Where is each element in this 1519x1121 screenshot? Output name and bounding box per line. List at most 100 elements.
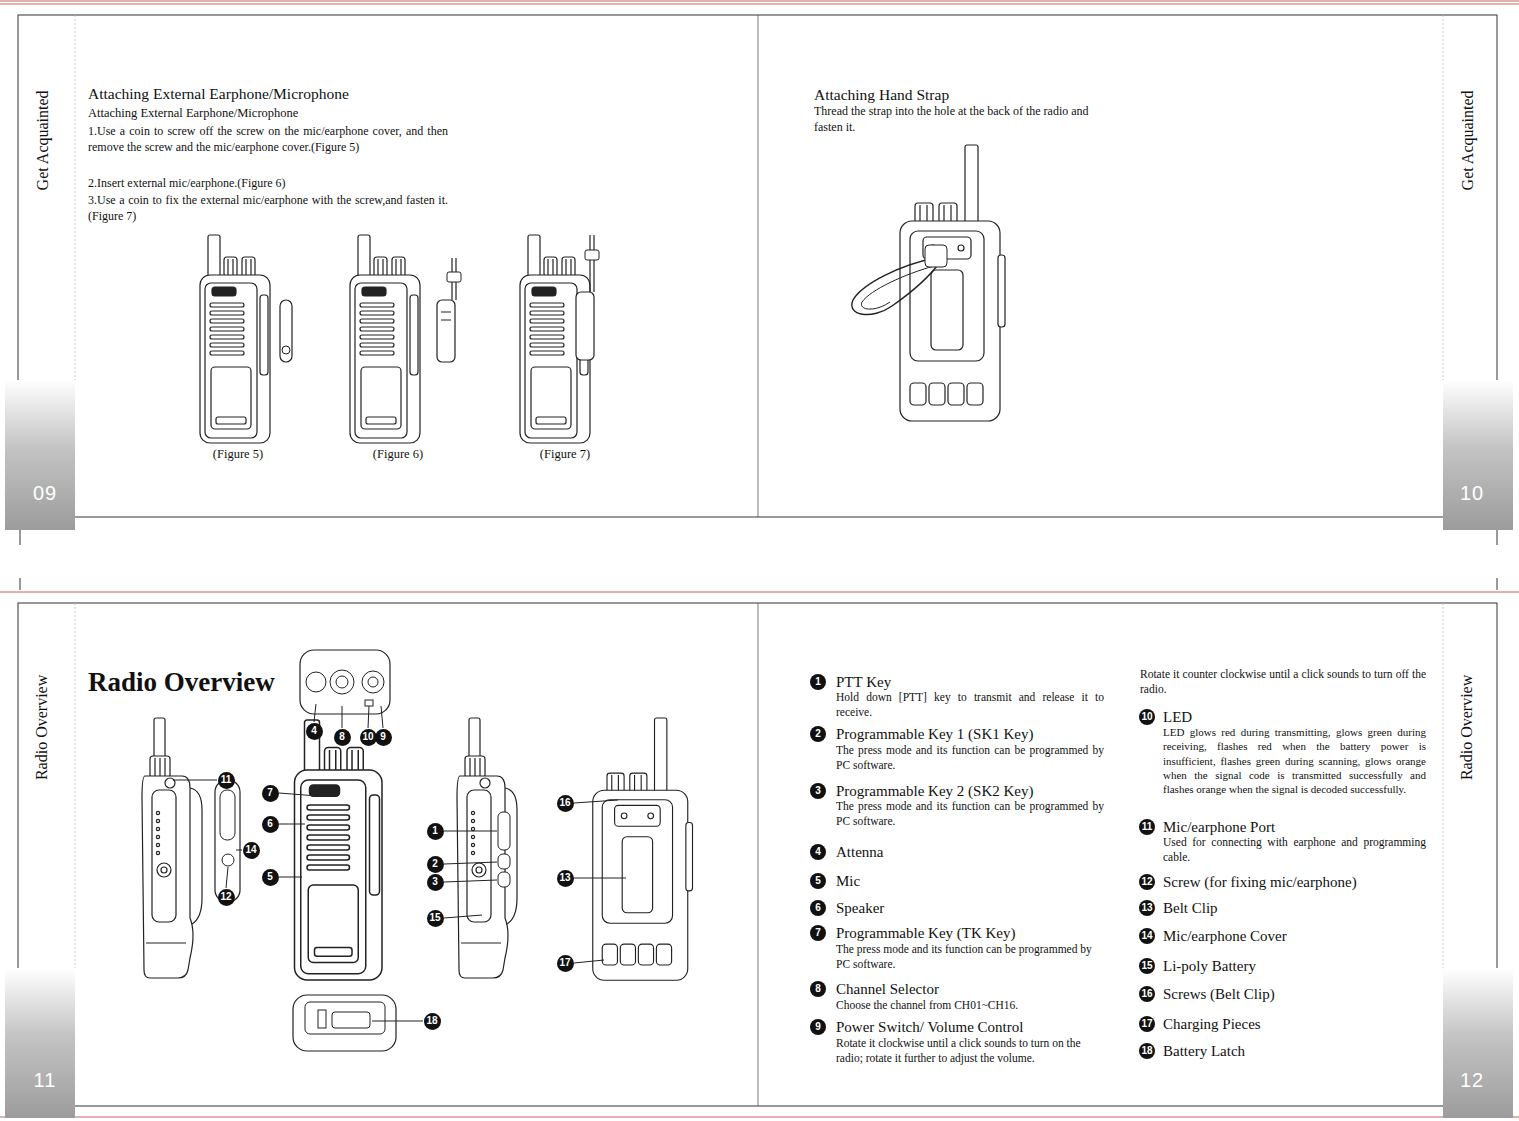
list-marker: 4	[810, 844, 826, 860]
callout-digit: 13	[1141, 903, 1152, 913]
item-title: Belt Clip	[1163, 899, 1433, 919]
step-text: 1.Use a coin to screw off the screw on t…	[88, 124, 448, 155]
callout-digit: 6	[815, 903, 821, 913]
callout-digit: 14	[245, 845, 256, 855]
callout-digit: 2	[432, 859, 438, 869]
item-title: Power Switch/ Volume Control	[836, 1018, 1104, 1038]
list-marker: 17	[1139, 1016, 1155, 1032]
page-number: 09	[33, 480, 57, 506]
callout-digit: 3	[432, 877, 438, 887]
list-marker: 6	[810, 900, 826, 916]
callout-number: 6	[262, 816, 279, 833]
list-marker: 11	[1139, 819, 1155, 835]
callout-digit: 4	[311, 726, 317, 736]
item-title: Screws (Belt Clip)	[1163, 985, 1433, 1005]
callout-digit: 16	[1141, 989, 1152, 999]
list-marker: 9	[810, 1019, 826, 1035]
list-marker: 1	[810, 674, 826, 690]
callout-number: 14	[243, 842, 260, 859]
callout-number: 12	[218, 889, 235, 906]
callout-number: 10	[360, 729, 377, 746]
item-title: Charging Pieces	[1163, 1015, 1433, 1035]
page-number: 12	[1460, 1067, 1484, 1093]
callout-digit: 17	[1141, 1019, 1152, 1029]
item-description: Rotate it clockwise until a click sounds…	[836, 1036, 1108, 1066]
callout-number: 15	[427, 910, 444, 927]
callout-number: 8	[334, 729, 351, 746]
callout-digit: 12	[1141, 877, 1152, 887]
side-tab-label: Radio Overview	[33, 674, 54, 779]
item-title: Screw (for fixing mic/earphone)	[1163, 873, 1433, 893]
figure-caption: (Figure 7)	[540, 446, 590, 462]
callout-number: 2	[427, 856, 444, 873]
callout-digit: 1	[432, 826, 438, 836]
list-marker: 16	[1139, 986, 1155, 1002]
subheading: Attaching External Earphone/Microphone	[88, 105, 508, 121]
callout-digit: 8	[339, 732, 345, 742]
callout-number: 13	[557, 870, 574, 887]
callout-digit: 12	[220, 892, 231, 902]
list-marker: 18	[1139, 1043, 1155, 1059]
callout-digit: 10	[362, 732, 373, 742]
item-title: Programmable Key 2 (SK2 Key)	[836, 782, 1104, 802]
figure-caption: (Figure 5)	[213, 446, 263, 462]
callout-number: 18	[424, 1013, 441, 1030]
item-title: PTT Key	[836, 673, 1104, 693]
item-description: Used for connecting with earphone and pr…	[1163, 835, 1426, 865]
callout-digit: 15	[1141, 961, 1152, 971]
callout-digit: 17	[559, 958, 570, 968]
item-description: The press mode and its function can be p…	[836, 799, 1104, 829]
item-description: LED glows red during transmitting, glows…	[1163, 725, 1426, 796]
callout-digit: 14	[1141, 931, 1152, 941]
item-title: Attenna	[836, 843, 1104, 863]
body-text: Thread the strap into the hole at the ba…	[814, 104, 1114, 135]
callout-digit: 11	[221, 775, 232, 785]
item-title: Channel Selector	[836, 980, 1104, 1000]
item-description: The press mode and its function can be p…	[836, 743, 1104, 773]
page-number: 11	[34, 1067, 57, 1093]
callout-number: 5	[262, 869, 279, 886]
item-title: Mic	[836, 872, 1104, 892]
callout-digit: 9	[815, 1022, 821, 1032]
page-title: Radio Overview	[88, 665, 275, 700]
callout-digit: 9	[380, 732, 386, 742]
item-description: Rotate it counter clockwise until a clic…	[1140, 667, 1426, 697]
callout-digit: 11	[1142, 822, 1153, 832]
list-marker: 7	[810, 925, 826, 941]
callout-digit: 3	[815, 786, 821, 796]
callout-digit: 18	[1141, 1046, 1152, 1056]
callout-digit: 8	[815, 984, 821, 994]
list-marker: 5	[810, 873, 826, 889]
step-text: 2.Insert external mic/earphone.(Figure 6…	[88, 176, 448, 192]
callout-digit: 4	[815, 847, 821, 857]
item-title: LED	[1163, 708, 1425, 728]
callout-number: 4	[306, 723, 323, 740]
list-marker: 12	[1139, 874, 1155, 890]
callout-digit: 15	[429, 913, 440, 923]
callout-digit: 16	[559, 798, 570, 808]
step-text: 3.Use a coin to fix the external mic/ear…	[88, 193, 448, 224]
callout-number: 17	[557, 955, 574, 972]
list-marker: 2	[810, 726, 826, 742]
section-heading: Attaching Hand Strap	[814, 85, 1114, 105]
page-number: 10	[1460, 480, 1484, 506]
figure-caption: (Figure 6)	[373, 446, 423, 462]
list-marker: 8	[810, 981, 826, 997]
callout-digit: 1	[815, 677, 821, 687]
item-title: Li-poly Battery	[1163, 957, 1433, 977]
list-marker: 10	[1139, 709, 1155, 725]
list-marker: 15	[1139, 958, 1155, 974]
callout-digit: 5	[267, 872, 273, 882]
item-title: Programmable Key (TK Key)	[836, 924, 1104, 944]
side-tab-label: Radio Overview	[1458, 674, 1479, 779]
item-description: Choose the channel from CH01~CH16.	[836, 998, 1104, 1013]
item-title: Battery Latch	[1163, 1042, 1433, 1062]
callout-number: 9	[375, 729, 392, 746]
callout-number: 7	[262, 785, 279, 802]
item-title: Speaker	[836, 899, 1104, 919]
section-heading: Attaching External Earphone/Microphone	[88, 84, 508, 104]
side-tab-label: Get Acquainted	[1458, 90, 1479, 190]
callout-number: 1	[427, 823, 444, 840]
callout-digit: 7	[815, 928, 821, 938]
callout-digit: 2	[815, 729, 821, 739]
